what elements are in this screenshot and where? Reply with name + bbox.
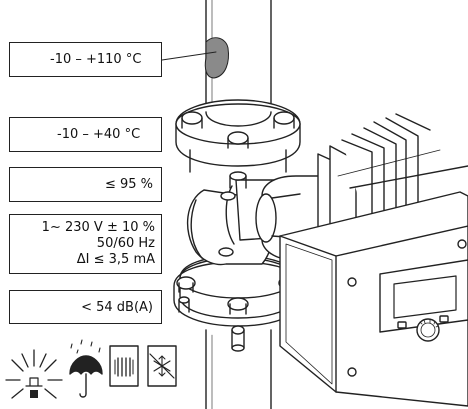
- frequency-value: 50/60 Hz: [96, 236, 155, 251]
- no-frost-icon: [147, 345, 177, 387]
- humidity-value: ≤ 95 %: [104, 177, 153, 192]
- fluid-temperature-box: -10 – +110 °C: [9, 42, 162, 77]
- temperature-leader-line: [161, 51, 217, 61]
- ambient-temperature-value: -10 – +40 °C: [57, 127, 141, 142]
- control-box: [279, 191, 468, 407]
- noise-value: < 54 dB(A): [81, 300, 153, 315]
- fluid-temperature-value: -10 – +110 °C: [50, 52, 142, 67]
- pump-illustration: [173, 0, 468, 409]
- noise-box: < 54 dB(A): [9, 290, 162, 324]
- humidity-box: ≤ 95 %: [9, 167, 162, 202]
- voltage-value: 1~ 230 V ± 10 %: [41, 220, 155, 235]
- rain-protection-icon: [69, 339, 103, 398]
- leakage-current-value: ΔI ≤ 3,5 mA: [76, 252, 155, 267]
- lower-pipe: [205, 329, 272, 409]
- ambient-temperature-box: -10 – +40 °C: [9, 117, 162, 152]
- sun-protection-icon: [5, 349, 63, 399]
- radiator-icon: [109, 345, 139, 387]
- temperature-spot: [204, 37, 229, 79]
- upper-flange: [175, 99, 301, 189]
- electrical-box: 1~ 230 V ± 10 % 50/60 Hz ΔI ≤ 3,5 mA: [9, 214, 162, 274]
